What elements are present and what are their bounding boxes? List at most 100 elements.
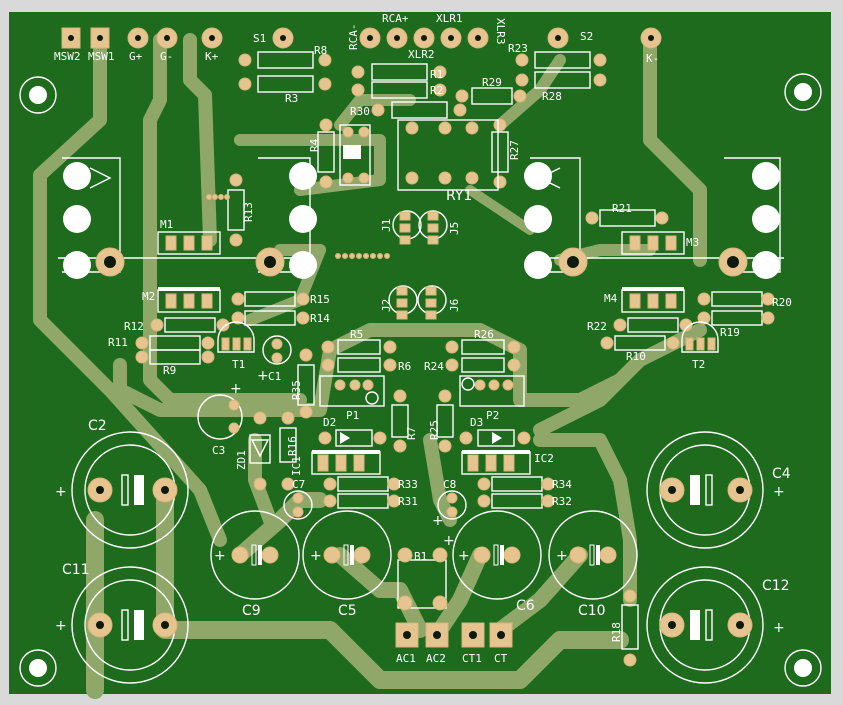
label-j2: J2 — [380, 299, 393, 312]
label-c10: C10 — [578, 603, 606, 619]
label-r28: R28 — [542, 90, 562, 103]
b1-plus-mark: + — [443, 533, 455, 549]
c6-plus-mark: + — [458, 548, 470, 564]
bottom-connectors: AC1 AC2 CT1 CT — [395, 622, 513, 665]
label-ic2: IC2 — [534, 452, 554, 465]
medium-capacitors: + C9 + C5 + C6 + C10 — [210, 510, 638, 619]
label-kplus: K+ — [205, 50, 219, 63]
small-diode-block — [339, 124, 371, 186]
c10-plus-mark: + — [556, 548, 568, 564]
c12-plus-mark: + — [773, 620, 785, 636]
label-ct1: CT1 — [462, 652, 482, 665]
relay-ry1: RY1 — [397, 119, 499, 204]
resistor-r18: R18 — [610, 589, 639, 667]
label-r32: R32 — [552, 495, 572, 508]
label-r34: R34 — [552, 478, 572, 491]
label-msw1: MSW1 — [88, 50, 115, 63]
label-r1: R1 — [430, 68, 443, 81]
c9-plus-mark: + — [214, 548, 226, 564]
label-ic1: IC1 — [290, 456, 303, 476]
label-r4: R4 — [308, 138, 321, 152]
label-r2: R2 — [430, 84, 443, 97]
label-r23: R23 — [508, 42, 528, 55]
label-c12: C12 — [762, 578, 790, 594]
resistors-mid-left: R15 R14 R12 R11 R9 — [108, 291, 330, 377]
label-m2: M2 — [142, 290, 155, 303]
left-regulator-area: + C3 ZD1 R16 D2 IC1 R33 R31 C7 — [197, 381, 418, 520]
label-r21: R21 — [612, 202, 632, 215]
resistors-mid-right: R20 R19 R22 R10 T2 — [587, 291, 792, 371]
top-connector-labels: MSW2 MSW1 G+ G- K+ S1 RCA- RCA+ XLR1 XLR… — [54, 12, 659, 65]
label-c1: C1 — [268, 370, 281, 383]
heatsink-left: M1 M2 — [58, 157, 317, 313]
label-r14: R14 — [310, 312, 330, 325]
label-zd1: ZD1 — [235, 450, 248, 470]
c4-plus-mark: + — [773, 484, 785, 500]
label-ac2: AC2 — [426, 652, 446, 665]
label-ac1: AC1 — [396, 652, 416, 665]
c8-plus-mark: + — [432, 513, 444, 529]
label-r13: R13 — [242, 202, 255, 222]
preset-p2-area: R26 R24 P2 R25 — [424, 328, 525, 453]
label-r27: R27 — [508, 140, 521, 160]
label-ct: CT — [494, 652, 508, 665]
label-xlr2: XLR2 — [408, 48, 435, 61]
resistor-labels-top: R8 R3 R1 R2 R30 R29 R23 R28 R4 R27 R13 R… — [242, 42, 632, 222]
label-r11: R11 — [108, 336, 128, 349]
label-j6: J6 — [448, 299, 461, 312]
label-r33: R33 — [398, 478, 418, 491]
label-c11: C11 — [62, 562, 90, 578]
right-regulator-area: D3 IC2 R34 R32 C8 — [437, 416, 572, 520]
label-r26: R26 — [474, 328, 494, 341]
c5-plus-mark: + — [310, 548, 322, 564]
label-r22: R22 — [587, 320, 607, 333]
mounting-holes — [19, 73, 822, 687]
board-substrate — [9, 12, 831, 694]
transistor-t1: T1 C1 + — [217, 321, 292, 384]
label-gminus: G- — [160, 50, 173, 63]
label-r31: R31 — [398, 495, 418, 508]
label-c8: C8 — [443, 478, 456, 491]
label-r5: R5 — [350, 328, 363, 341]
label-r19: R19 — [720, 326, 740, 339]
preset-p1-area: R35 R5 R6 P1 R7 — [290, 328, 418, 453]
big-capacitors: + C2 + C11 + C4 + C12 — [55, 418, 791, 684]
label-r12: R12 — [124, 320, 144, 333]
label-m4: M4 — [604, 292, 618, 305]
label-m3: M3 — [686, 236, 699, 249]
label-r29: R29 — [482, 76, 502, 89]
label-xlr3: XLR3 — [494, 18, 507, 45]
bridge-b1: B1 + + — [397, 513, 455, 611]
label-r9: R9 — [163, 364, 176, 377]
label-j1: J1 — [380, 219, 393, 232]
header-pins — [206, 194, 390, 259]
label-d3: D3 — [470, 416, 483, 429]
label-t2: T2 — [692, 358, 705, 371]
label-t1: T1 — [232, 358, 245, 371]
c1-plus-mark: + — [257, 368, 269, 384]
c11-plus-mark: + — [55, 618, 67, 634]
label-kminus: K- — [646, 52, 659, 65]
label-r7: R7 — [405, 427, 418, 440]
label-c3: C3 — [212, 444, 225, 457]
label-c2: C2 — [88, 418, 107, 434]
label-r6: R6 — [398, 360, 411, 373]
label-r18: R18 — [610, 622, 623, 642]
label-r15: R15 — [310, 293, 330, 306]
top-connector-pads — [61, 27, 662, 49]
label-p2: P2 — [486, 409, 499, 422]
label-xlr1: XLR1 — [436, 12, 463, 25]
label-rca-plus: RCA+ — [382, 12, 409, 25]
label-b1: B1 — [414, 550, 427, 563]
label-r8: R8 — [314, 44, 327, 57]
label-c7: C7 — [292, 478, 305, 491]
label-r24: R24 — [424, 360, 444, 373]
label-r16: R16 — [286, 436, 299, 456]
label-r3: R3 — [285, 92, 298, 105]
label-r30: R30 — [350, 105, 370, 118]
label-r35: R35 — [290, 380, 303, 400]
label-c4: C4 — [772, 466, 791, 482]
label-j5: J5 — [448, 222, 461, 235]
label-gplus: G+ — [129, 50, 143, 63]
c3-plus-mark: + — [230, 381, 242, 397]
